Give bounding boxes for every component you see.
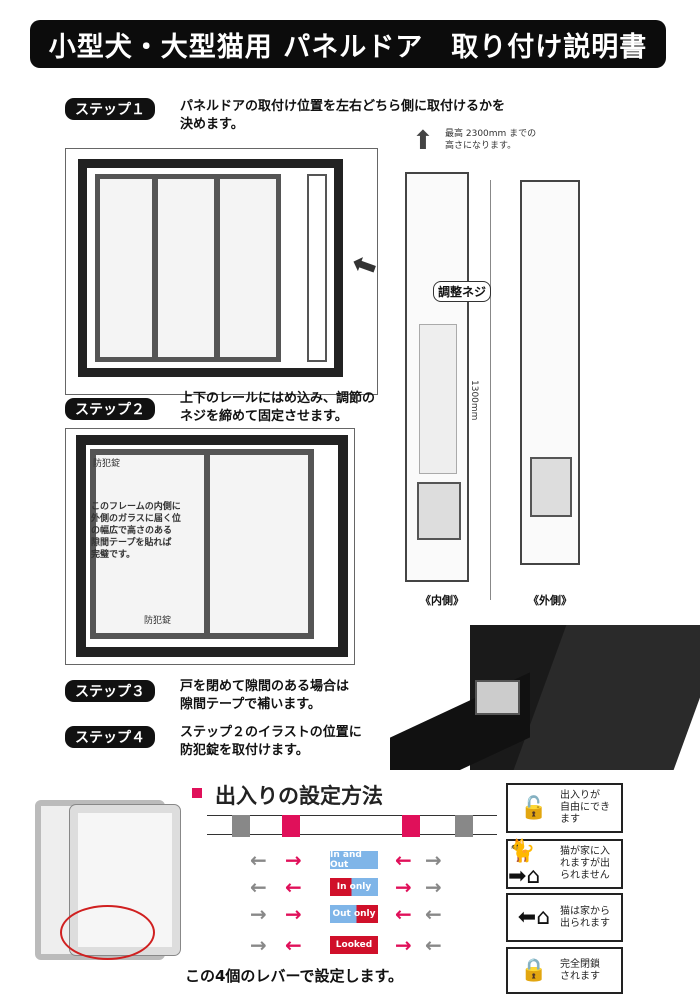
step2-line1: 上下のレールにはめ込み、調節の xyxy=(180,391,376,406)
height-note-line1: 最高 2300mm までの xyxy=(445,129,537,139)
step3-line2: 隙間テープで補います。 xyxy=(180,697,321,712)
step4-badge: ステップ４ xyxy=(65,726,155,748)
step1-line1: パネルドアの取付け位置を左右どちら側に取付けるかを xyxy=(180,99,506,114)
cat-enter-house-icon: 🐈➡⌂ xyxy=(508,839,541,889)
lock-label-top: 防犯錠 xyxy=(93,459,121,469)
step3-line1: 戸を閉めて隙間のある場合は xyxy=(180,679,350,694)
cat-door-illustration xyxy=(30,790,181,965)
mode-in-and-out: In and Out xyxy=(330,850,378,870)
window-illustration-2: 防犯錠 このフレームの内側に 外側のガラスに届く位 の幅広で高さのある 隙間テー… xyxy=(65,428,355,665)
dimension-line xyxy=(490,180,491,600)
outside-panel-illustration xyxy=(520,180,580,565)
unlocked-padlock-icon: 🔓 xyxy=(520,795,548,821)
height-note-line2: 高さになります。 xyxy=(445,141,517,151)
lock-label-bottom: 防犯錠 xyxy=(144,616,172,626)
step3-badge: ステップ３ xyxy=(65,680,155,702)
legend-text: られません xyxy=(560,870,610,881)
up-arrow-icon: ⬆ xyxy=(412,126,434,156)
step2-badge: ステップ２ xyxy=(65,398,155,420)
tape-note-line: 完璧です。 xyxy=(91,550,136,560)
legend-text: 猫は家から xyxy=(560,905,610,917)
legend-text: されます xyxy=(560,970,600,982)
inside-panel-illustration xyxy=(405,172,469,582)
step3-text: 戸を閉めて隙間のある場合は隙間テープで補います。 xyxy=(180,678,349,714)
mode-out-only: Out only xyxy=(330,905,378,923)
bullet-icon xyxy=(192,788,202,798)
outside-label: 《外側》 xyxy=(528,594,572,607)
legend-in-only: 🐈➡⌂ 猫が家に入れますが出られません xyxy=(506,839,623,889)
tape-note-line: 隙間テープを貼れば xyxy=(91,538,172,548)
page-title: 小型犬・大型猫用 パネルドア 取り付け説明書 xyxy=(30,20,666,68)
tape-note-line: このフレームの内側に xyxy=(91,502,181,512)
adjust-screw-label: 調整ネジ xyxy=(433,281,492,302)
legend-text: 猫が家に入 xyxy=(560,846,610,857)
lever-pink[interactable] xyxy=(282,815,300,837)
step4-text: ステップ２のイラストの位置に防犯錠を取付けます。 xyxy=(180,724,362,760)
mode-row: →→←← xyxy=(250,902,442,926)
lever-grey[interactable] xyxy=(232,815,250,837)
settings-heading: 出入りの設定方法 xyxy=(215,784,383,808)
step1-badge: ステップ１ xyxy=(65,98,155,120)
tape-note-line: 外側のガラスに届く位 xyxy=(91,514,181,524)
legend-text: 出入りが xyxy=(560,790,600,801)
cat-exit-house-icon: ⬅⌂ xyxy=(517,905,551,930)
lock-photo xyxy=(390,625,700,770)
step2-line2: ネジを締めて固定させます。 xyxy=(180,409,348,424)
lever-caption: この4個のレバーで設定します。 xyxy=(185,967,404,985)
legend-text: 自由にでき xyxy=(560,802,610,813)
lever-grey[interactable] xyxy=(455,815,473,837)
step1-text: パネルドアの取付け位置を左右どちら側に取付けるかを決めます。 xyxy=(180,98,505,134)
lever-pink[interactable] xyxy=(402,815,420,837)
mode-row: ←←→→ xyxy=(250,875,442,899)
legend-text: ます xyxy=(560,814,580,825)
window-illustration-1 xyxy=(65,148,378,395)
step4-line1: ステップ２のイラストの位置に xyxy=(180,725,362,740)
tape-note: このフレームの内側に 外側のガラスに届く位 の幅広で高さのある 隙間テープを貼れ… xyxy=(91,501,181,561)
mode-locked: Looked xyxy=(330,936,378,954)
legend-text: 出られます xyxy=(560,917,610,929)
legend-out-only: ⬅⌂ 猫は家から出られます xyxy=(506,893,623,942)
dimension-label: 1300mm xyxy=(469,380,479,421)
mode-row: ←→←→ xyxy=(250,848,442,872)
height-note: 最高 2300mm までの高さになります。 xyxy=(445,128,536,152)
inside-label: 《内側》 xyxy=(420,594,464,607)
step2-text: 上下のレールにはめ込み、調節のネジを締めて固定させます。 xyxy=(180,390,375,426)
lever-rail xyxy=(207,815,497,837)
mode-row: →←→← xyxy=(250,933,442,957)
locked-padlock-icon: 🔒 xyxy=(520,958,548,983)
legend-text: れますが出 xyxy=(560,858,610,869)
step1-line2: 決めます。 xyxy=(180,117,244,132)
legend-text: 完全閉鎖 xyxy=(560,958,600,970)
step4-line2: 防犯錠を取付けます。 xyxy=(180,743,309,758)
legend-free: 🔓 出入りが自由にできます xyxy=(506,783,623,833)
legend-locked: 🔒 完全閉鎖されます xyxy=(506,947,623,994)
tape-note-line: の幅広で高さのある xyxy=(91,526,173,536)
mode-in-only: In only xyxy=(330,878,378,896)
